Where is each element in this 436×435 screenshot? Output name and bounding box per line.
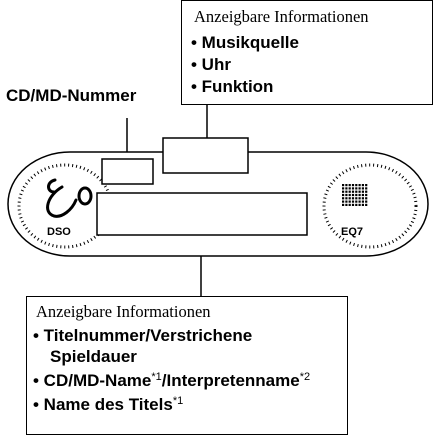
- eq-matrix-dot: [361, 187, 364, 190]
- eq-dot-matrix-icon: [342, 184, 368, 206]
- eq-matrix-dot: [351, 187, 355, 190]
- footnote-marker-2: *2: [299, 371, 311, 383]
- bottom-callout-list: • Titelnummer/Verstrichene Spieldauer • …: [33, 325, 310, 415]
- bottom-callout-title: Anzeigbare Informationen: [36, 302, 211, 321]
- footnote-marker-1b: *1: [172, 395, 184, 407]
- eq-matrix-dot: [348, 190, 351, 193]
- eq-matrix-dot: [345, 193, 348, 197]
- eq-matrix-dot: [351, 184, 355, 187]
- eq-matrix-dot: [348, 187, 351, 190]
- eq-matrix-dot: [345, 190, 348, 193]
- eq-matrix-dot: [351, 193, 355, 197]
- eq-matrix-dot: [348, 203, 351, 206]
- eq-matrix-dot: [355, 200, 358, 203]
- eq-matrix-dot: [348, 193, 351, 197]
- eq-matrix-dot: [355, 187, 358, 190]
- titelname-text: • Name des Titels: [33, 395, 173, 414]
- eq-matrix-dot: [351, 203, 355, 206]
- eq-matrix-dot: [345, 200, 348, 203]
- cd-md-number-label: CD/MD-Nummer: [6, 86, 137, 105]
- eq-matrix-dot: [351, 197, 355, 200]
- eq-matrix-dot: [348, 200, 351, 203]
- top-callout-item-uhr: • Uhr: [191, 55, 231, 74]
- eq-matrix-dot: [361, 193, 364, 197]
- bottom-callout-item-titelnummer-line2: Spieldauer: [50, 347, 137, 366]
- eq-matrix-dot: [361, 203, 364, 206]
- eq-matrix-dot: [348, 197, 351, 200]
- eq-matrix-dot: [361, 200, 364, 203]
- eq-matrix-dot: [342, 197, 345, 200]
- eq-matrix-dot: [351, 200, 355, 203]
- top-callout-item-musikquelle: • Musikquelle: [191, 33, 299, 52]
- eq7-label: EQ7: [341, 226, 363, 238]
- top-info-callout: Anzeigbare Informationen • Musikquelle •…: [181, 0, 433, 105]
- eq-matrix-dot: [365, 193, 368, 197]
- eq-matrix-dot: [345, 197, 348, 200]
- footnote-marker-1: *1: [151, 371, 162, 383]
- eq-matrix-dot: [355, 190, 358, 193]
- eq-matrix-dot: [355, 203, 358, 206]
- eq-matrix-dot: [342, 190, 345, 193]
- top-callout-title: Anzeigbare Informationen: [194, 7, 369, 26]
- bottom-info-callout: Anzeigbare Informationen • Titelnummer/V…: [26, 296, 348, 435]
- eq-matrix-dot: [365, 197, 368, 200]
- eq-matrix-dot: [358, 187, 361, 190]
- eq-matrix-dot: [351, 190, 355, 193]
- top-callout-item-funktion: • Funktion: [191, 77, 274, 96]
- eq-matrix-dot: [358, 197, 361, 200]
- eq-matrix-dot: [365, 203, 368, 206]
- eq-matrix-dot: [342, 193, 345, 197]
- dso-label: DSO: [47, 226, 71, 238]
- eq-matrix-dot: [348, 184, 351, 187]
- cd-md-name-text: • CD/MD-Name: [33, 371, 152, 390]
- right-dotted-ring: [322, 163, 418, 249]
- eq-matrix-dot: [358, 200, 361, 203]
- eq-matrix-dot: [365, 187, 368, 190]
- eq-matrix-dot: [358, 203, 361, 206]
- bottom-callout-item-titelnummer: • Titelnummer/Verstrichene Spieldauer: [33, 325, 310, 367]
- eq-matrix-dot: [355, 184, 358, 187]
- eq-matrix-dot: [342, 203, 345, 206]
- eq-matrix-dot: [361, 197, 364, 200]
- eq-matrix-dot: [358, 190, 361, 193]
- eq-matrix-dot: [361, 184, 364, 187]
- eq-matrix-dot: [365, 184, 368, 187]
- eq-matrix-dot: [365, 200, 368, 203]
- eq-matrix-dot: [358, 193, 361, 197]
- bottom-callout-item-titelnummer-line1: • Titelnummer/Verstrichene: [33, 326, 253, 345]
- source-clock-function-segment: [162, 137, 249, 174]
- eq-matrix-dot: [365, 190, 368, 193]
- dso-icon: [46, 178, 93, 218]
- top-callout-list: • Musikquelle • Uhr • Funktion: [191, 32, 299, 98]
- main-text-segment: [96, 192, 308, 236]
- eq-matrix-dot: [358, 184, 361, 187]
- bottom-callout-item-cd-md-name: • CD/MD-Name*1/Interpretenname*2: [33, 367, 310, 391]
- eq-matrix-dot: [345, 187, 348, 190]
- eq-matrix-dot: [355, 197, 358, 200]
- eq-matrix-dot: [342, 184, 345, 187]
- interpretenname-text: /Interpretenname: [161, 371, 300, 390]
- bottom-callout-item-titelname: • Name des Titels*1: [33, 391, 310, 415]
- eq-matrix-dot: [345, 184, 348, 187]
- eq-matrix-dot: [342, 200, 345, 203]
- eq-matrix-dot: [342, 187, 345, 190]
- eq-matrix-dot: [345, 203, 348, 206]
- eq-matrix-dot: [361, 190, 364, 193]
- cd-md-number-segment: [101, 158, 154, 185]
- eq-matrix-dot: [355, 193, 358, 197]
